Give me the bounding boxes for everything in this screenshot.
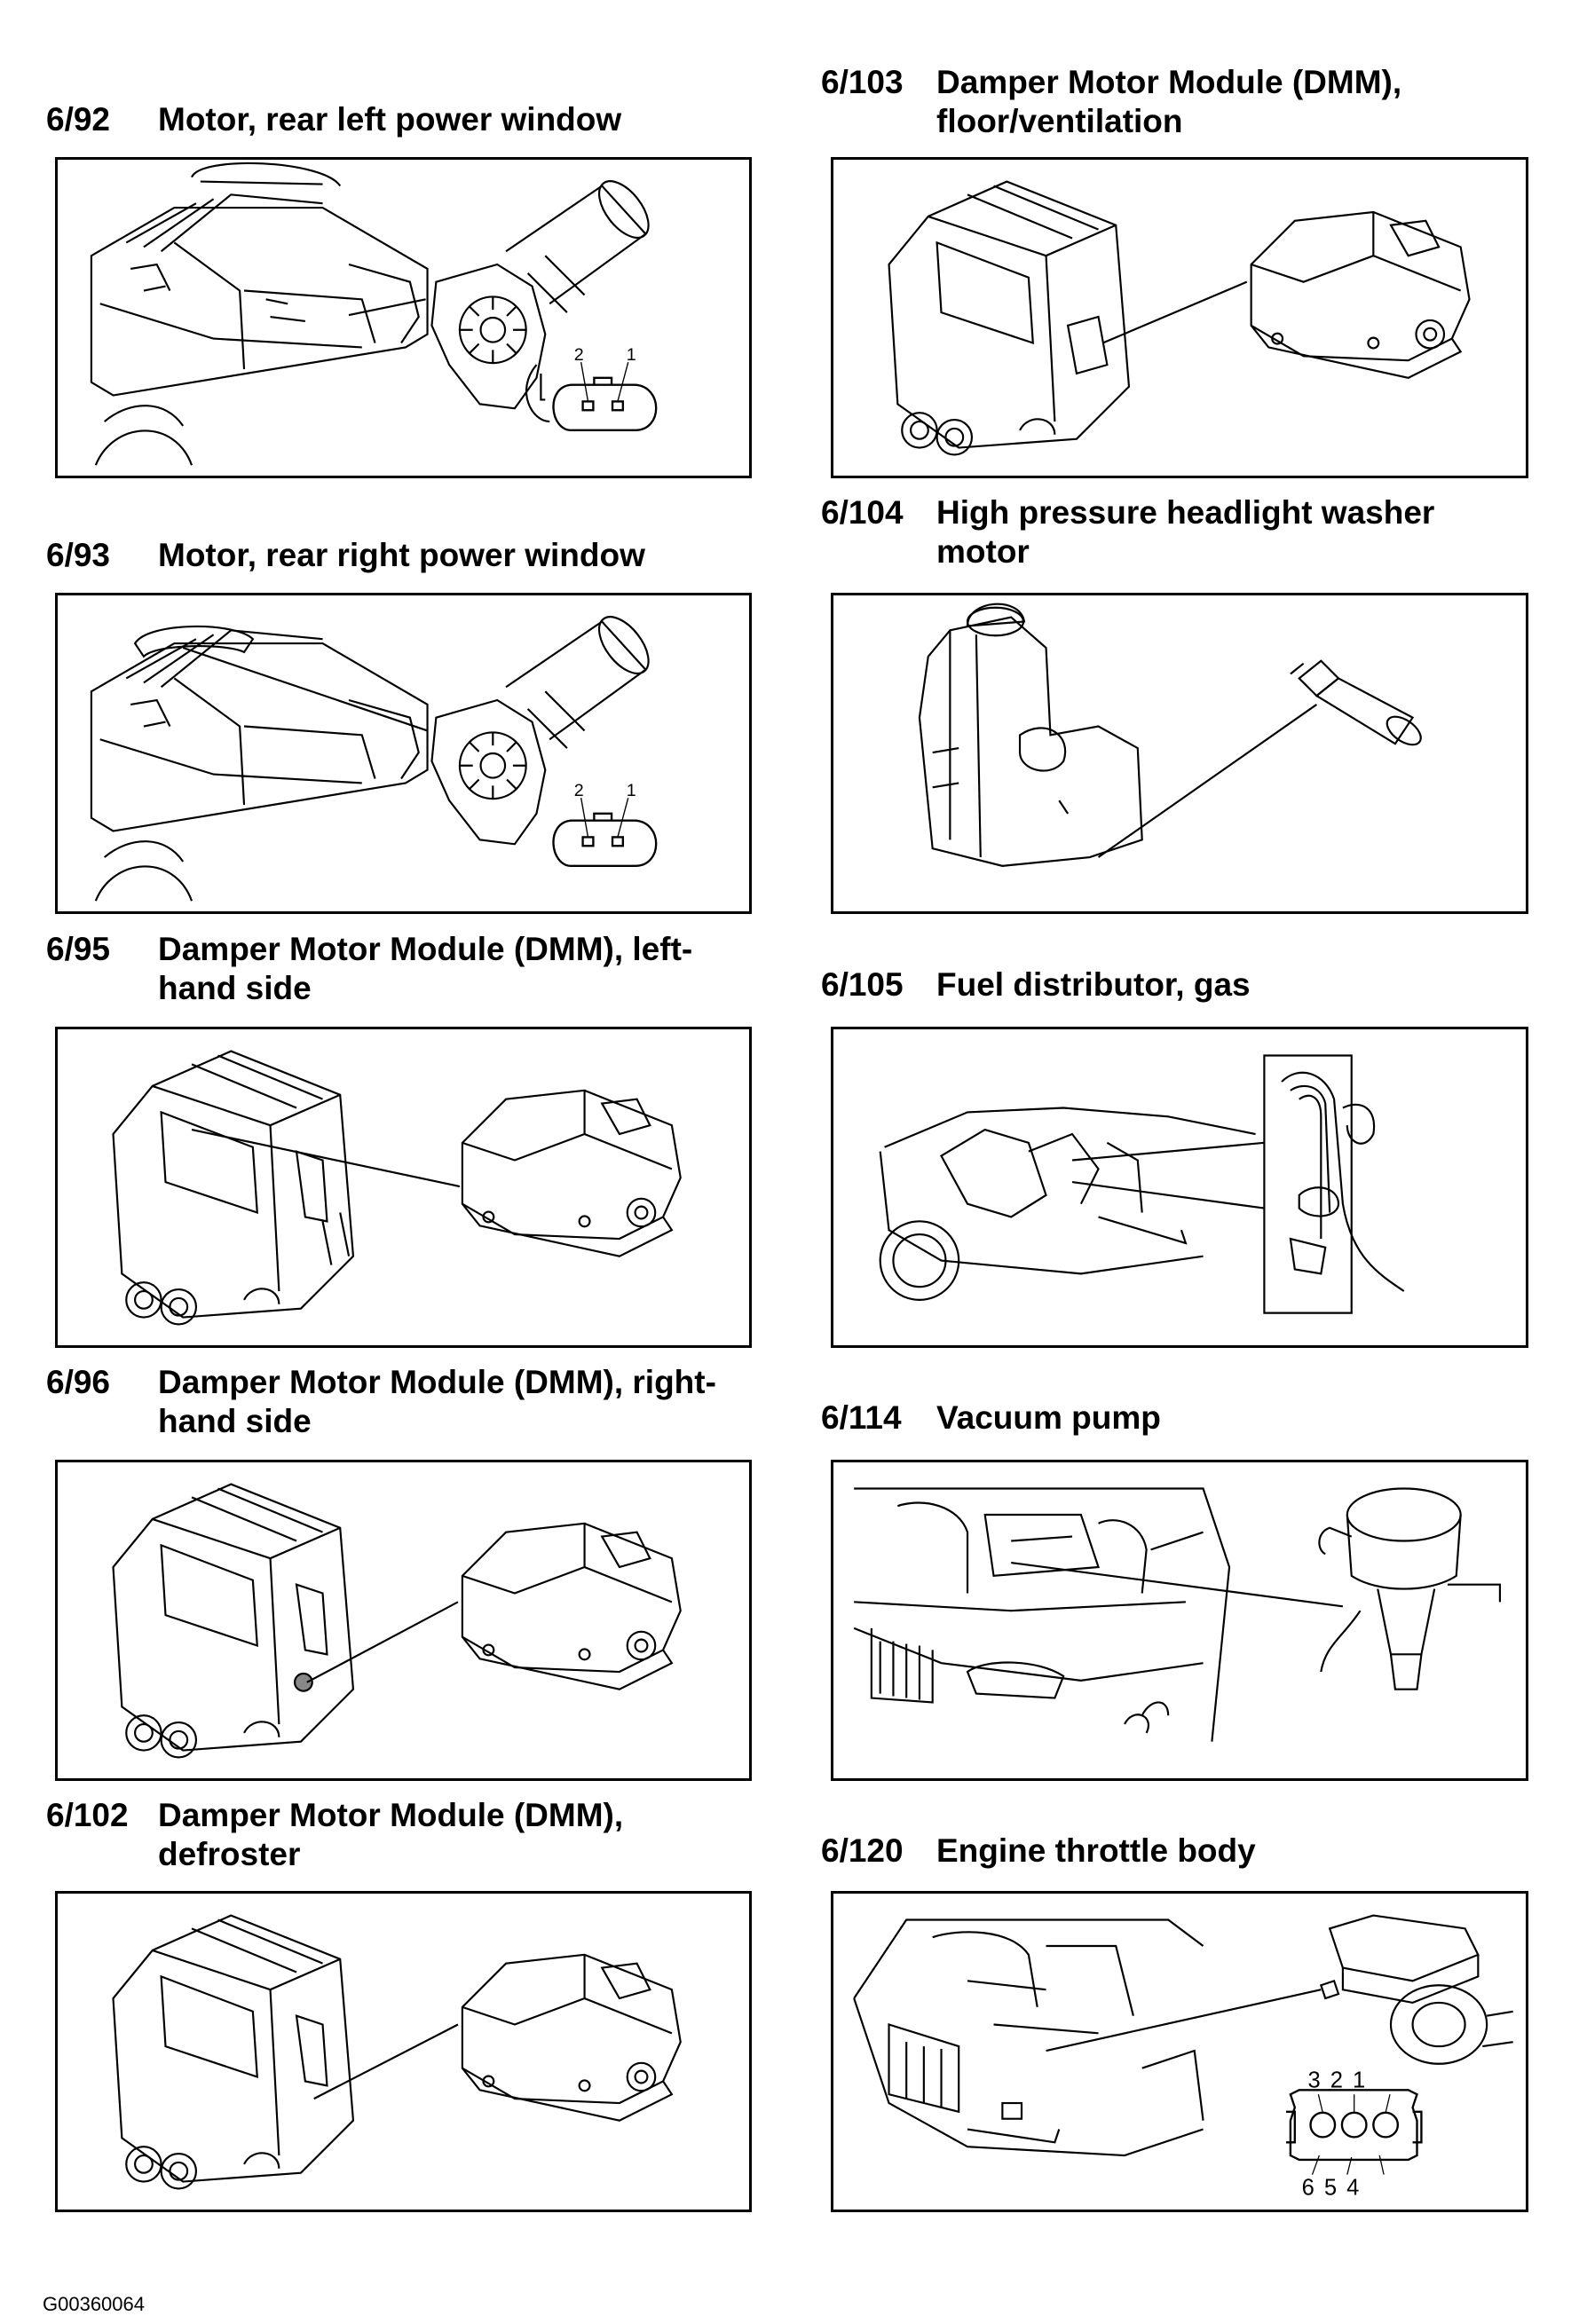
section-number: 6/103 [821,64,904,100]
engine-throttle-body-illustration: 3 2 1 6 5 4 [853,1914,1513,2200]
section-title: Damper Motor Module (DMM), left- hand si… [158,931,693,1006]
panel-6-104 [831,593,1528,914]
connector-bottom-pin-labels: 6 5 4 [1302,2175,1362,2200]
panel-6-92: 2 1 [55,157,752,478]
panel-6-96 [55,1460,752,1781]
section-title: Damper Motor Module (DMM), defroster [158,1797,624,1872]
dmm-left-illustration [112,1050,682,1326]
panel-6-93: 2 1 [55,593,752,914]
section-number: 6/95 [46,931,111,967]
rear-left-window-motor-illustration: 2 1 [90,161,658,466]
panel-6-105 [831,1027,1528,1348]
dmm-floor-ventilation-illustration [888,180,1471,456]
section-number: 6/93 [46,537,111,573]
rear-right-window-motor-illustration: 2 1 [90,616,658,902]
dmm-defroster-illustration [112,1914,682,2190]
pin-label-1: 1 [627,345,636,365]
panel-6-114 [831,1460,1528,1781]
section-title: High pressure headlight washer motor [936,494,1435,570]
section-title: Motor, rear right power window [158,537,645,573]
panel-6-102 [55,1891,752,2212]
section-number: 6/114 [821,1399,902,1436]
section-number: 6/92 [46,101,111,138]
panel-6-95 [55,1027,752,1348]
section-title: Damper Motor Module (DMM), right- hand s… [158,1364,716,1439]
pin-label-1: 1 [627,781,636,800]
section-number: 6/105 [821,966,904,1003]
section-title: Motor, rear left power window [158,101,622,138]
section-title: Damper Motor Module (DMM), floor/ventila… [936,64,1402,139]
section-number: 6/104 [821,494,904,531]
connector-top-pin-labels: 3 2 1 [1308,2068,1368,2092]
section-number: 6/120 [821,1832,904,1869]
fuel-distributor-gas-illustration [879,1054,1405,1314]
vacuum-pump-illustration [853,1487,1501,1742]
section-title: Engine throttle body [936,1832,1256,1869]
pin-label-2: 2 [574,781,584,800]
figure-code: G00360064 [43,2293,145,2315]
section-number: 6/102 [46,1797,129,1833]
dmm-right-illustration [112,1483,682,1759]
section-title: Fuel distributor, gas [936,966,1251,1003]
section-number: 6/96 [46,1364,111,1400]
panel-6-103 [831,157,1528,478]
pin-label-2: 2 [574,345,584,365]
section-title: Vacuum pump [936,1399,1161,1436]
panel-6-120: 3 2 1 6 5 4 [831,1891,1528,2212]
headlight-washer-motor-illustration [918,603,1422,867]
